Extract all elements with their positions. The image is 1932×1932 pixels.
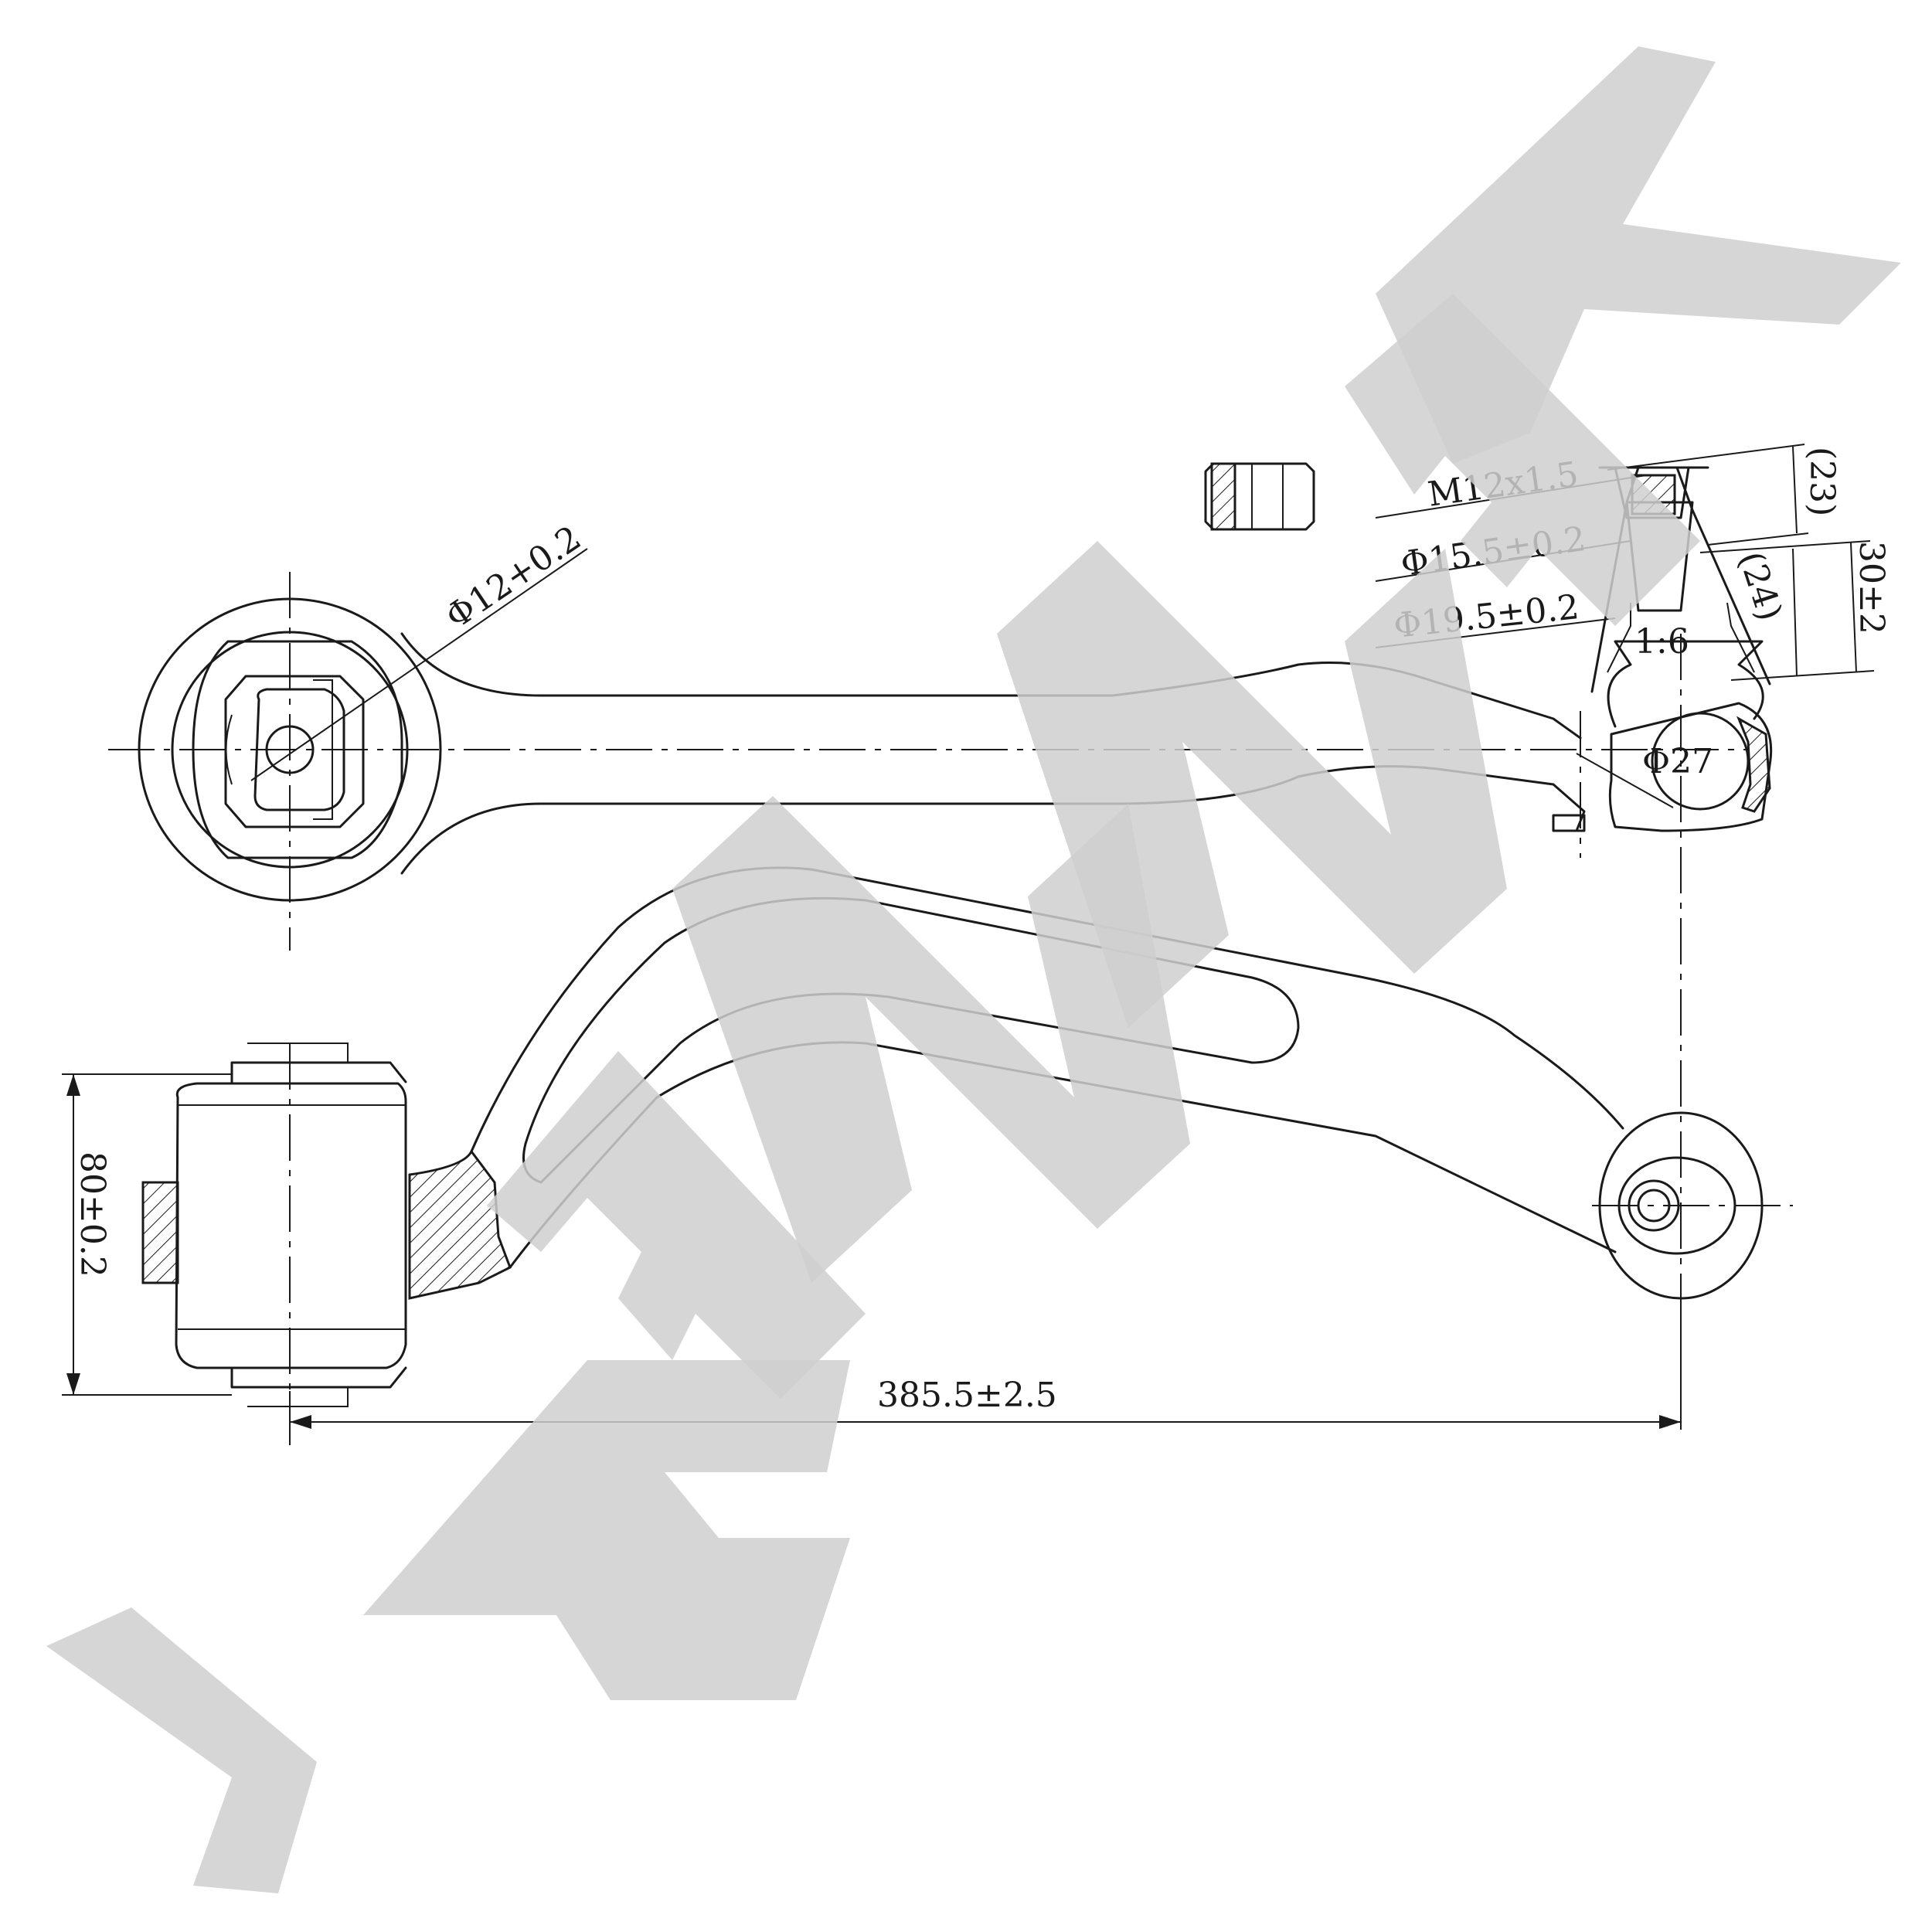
stud-ext-top: [1699, 540, 1871, 553]
nut-detail: [1204, 462, 1315, 531]
ref23-dim-line: [1792, 446, 1798, 534]
taper-label: 1:6: [1634, 622, 1689, 662]
ref23-ext-bottom: [1707, 532, 1809, 546]
bushing-width-label: 80±0.2: [73, 1151, 112, 1277]
arm-web-section: [408, 1149, 512, 1300]
ref-height-23-label: (23): [1802, 447, 1842, 516]
bushing-sleeve: [253, 688, 345, 811]
ref23-ext-top: [1607, 444, 1805, 471]
ball-joint-housing: [1608, 702, 1773, 832]
stud-ext-bottom: [1730, 670, 1875, 681]
ref24-dim-line: [1792, 548, 1798, 677]
stud-height-label: 30±2: [1852, 541, 1891, 634]
bushing-flange-bottom: [230, 1366, 407, 1389]
nut-outline: [1204, 462, 1315, 531]
side-view: [141, 866, 1793, 1453]
nut-section: [1210, 462, 1236, 531]
ball-seat-hatch: [1736, 716, 1771, 813]
stud-dim-line: [1850, 542, 1857, 673]
ball-dia-leader: [1576, 753, 1674, 808]
length-arrow-right: [1659, 1415, 1681, 1429]
bushing-rubber-outline: [192, 640, 403, 859]
sleeve-end-bottom: [247, 1387, 349, 1407]
logo-letter-n1: [672, 796, 1190, 1283]
bushing-body: [175, 1082, 407, 1369]
brand-watermark-logo: [46, 46, 1901, 1893]
bore-diameter-label: Φ12+0.2: [439, 519, 588, 638]
arm-length-label: 385.5±2.5: [877, 1376, 1057, 1415]
sleeve-end-top: [247, 1043, 349, 1063]
bushing-flange-top: [230, 1061, 407, 1083]
width-arrow-bottom: [66, 1373, 80, 1395]
arm-end-bolt: [1552, 814, 1586, 832]
logo-chevron: [46, 1607, 317, 1893]
bushing-sleeve-section: [141, 1181, 179, 1284]
logo-letter-z: [363, 1360, 850, 1700]
ball-joint-boot: [1607, 640, 1764, 728]
ball-joint: [1590, 466, 1773, 832]
boot-clamp-right: [1726, 602, 1755, 673]
bushing-lug-left: [225, 714, 233, 785]
bushing-insert: [224, 675, 365, 828]
width-arrow-top: [66, 1074, 80, 1096]
ball-diameter-label: Φ27: [1642, 742, 1713, 781]
length-arrow-left: [290, 1415, 311, 1429]
logo-letter-n2: [997, 541, 1507, 1028]
logo-letter-e1: [487, 1051, 866, 1399]
logo-letter-k: [1376, 46, 1901, 464]
bore-leader: [250, 548, 588, 781]
